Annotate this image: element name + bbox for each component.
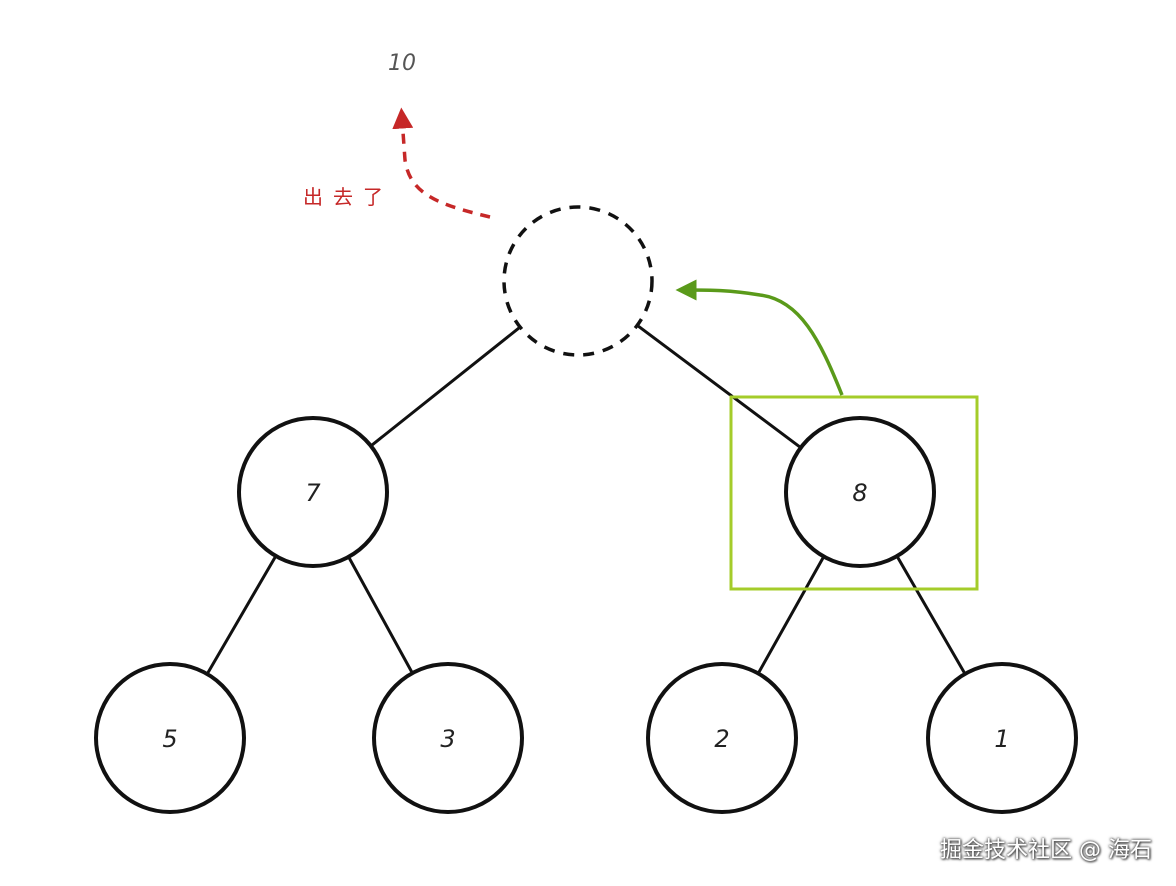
node-label-n1: 1 bbox=[994, 725, 1009, 753]
node-circle-n3 bbox=[372, 662, 524, 814]
tree-node-n8: 8 bbox=[784, 416, 936, 568]
node-label-n7: 7 bbox=[305, 479, 321, 507]
node-circle-n5 bbox=[94, 662, 246, 814]
edge-n7-n5 bbox=[206, 556, 277, 674]
tree-nodes: 7 8 5 3 2 1 bbox=[94, 205, 1078, 814]
node-circle-n8 bbox=[784, 416, 936, 568]
promote-arrow bbox=[675, 279, 844, 396]
watermark: 掘金技术社区 @ 海石 bbox=[940, 838, 1152, 863]
edge-root-n8 bbox=[637, 325, 801, 448]
highlight-box bbox=[729, 395, 979, 591]
tree-node-n1: 1 bbox=[926, 662, 1078, 814]
edge-n7-n3 bbox=[348, 557, 413, 673]
tree-node-n3: 3 bbox=[372, 662, 524, 814]
tree-node-root bbox=[502, 205, 654, 357]
edge-n8-n1 bbox=[896, 556, 966, 674]
node-label-n2: 2 bbox=[714, 725, 729, 753]
tree-node-n7: 7 bbox=[237, 416, 389, 568]
tree-edges bbox=[206, 325, 966, 674]
tree-node-n2: 2 bbox=[646, 662, 798, 814]
node-circle-root bbox=[502, 205, 654, 357]
node-label-n3: 3 bbox=[440, 725, 455, 753]
node-circle-n7 bbox=[237, 416, 389, 568]
tree-node-n5: 5 bbox=[94, 662, 246, 814]
node-circle-n2 bbox=[646, 662, 798, 814]
popped-value-label: 10 bbox=[388, 51, 416, 76]
popped-arrow bbox=[392, 107, 491, 219]
node-circle-n1 bbox=[926, 662, 1078, 814]
edge-n8-n2 bbox=[757, 556, 825, 674]
edge-root-n7 bbox=[370, 326, 521, 447]
node-label-n5: 5 bbox=[162, 725, 177, 753]
node-label-n8: 8 bbox=[852, 479, 867, 507]
popped-annotation: 出去了 bbox=[303, 185, 393, 209]
